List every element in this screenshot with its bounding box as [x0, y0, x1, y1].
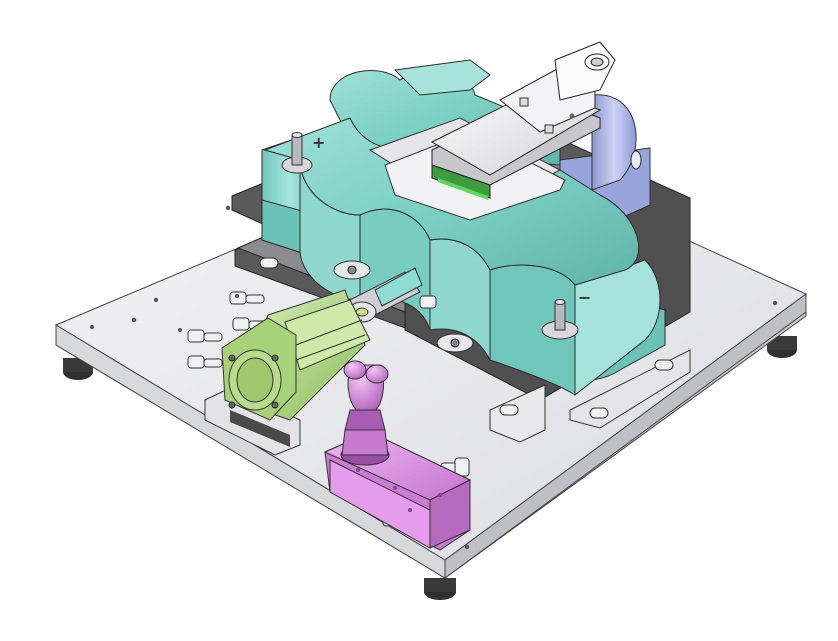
terminal-post-negative	[541, 299, 579, 340]
terminal-post-positive	[281, 132, 313, 174]
fitting-6	[440, 457, 470, 477]
fitting-3	[187, 329, 223, 343]
fitting-1	[229, 291, 265, 305]
gearbox-housing: + −	[261, 59, 666, 397]
positive-terminal-mark: +	[312, 133, 325, 152]
fitting-4	[187, 355, 223, 369]
lever-arm	[430, 41, 616, 200]
fitting-5	[419, 295, 437, 309]
negative-terminal-mark: −	[578, 288, 591, 307]
pneumatic-cylinder	[221, 289, 371, 421]
piston-rod	[339, 267, 423, 326]
feet	[63, 336, 797, 600]
joystick-knob	[340, 360, 390, 466]
